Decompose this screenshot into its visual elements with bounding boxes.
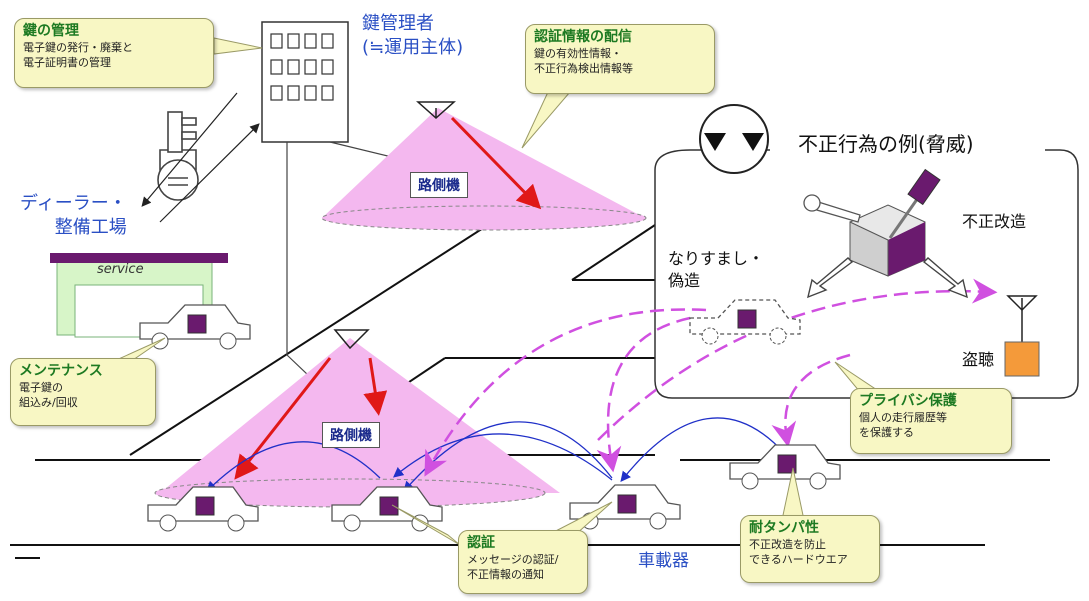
onboard-device [187,314,207,334]
wheel [343,514,361,532]
callout-pointers [111,37,882,553]
callout-body: 個人の走行履歴等 を保護する [859,411,947,439]
threat-title: 不正行為の例(脅威) [798,132,974,156]
antenna-icon [333,329,370,350]
callout-privacy: プライバシ保護 個人の走行履歴等 を保護する [850,388,1012,454]
car-icon [331,486,443,532]
screwdriver-icon [888,168,941,239]
antenna-icon [1006,295,1038,312]
onboard-device [737,309,757,329]
callout-title: プライバシ保護 [859,393,957,409]
wheel [227,514,245,532]
car-icon [689,299,801,345]
callout-body: 電子鍵の 組込み/回収 [19,381,78,409]
wheel [769,327,787,345]
key-manager-label: 鍵管理者 (≒運用主体) [362,13,464,58]
v2x-links [206,417,787,492]
onboard-device [195,496,215,516]
wrench-icon [803,194,861,223]
building-icon [261,21,349,143]
cars [139,299,841,532]
eavesdrop-label: 盗聴 [962,350,995,369]
callout-title: 認証情報の配信 [534,29,632,45]
onboard-device [777,454,797,474]
callout-title: メンテナンス [19,363,103,379]
wheel [649,512,667,530]
masks-icon [699,104,769,174]
wheel [219,332,237,350]
rsu-bottom-label: 路側機 [322,422,380,448]
wheel [701,327,719,345]
onboard-device [617,494,637,514]
rsu-bottom-beam [154,329,560,508]
wheel [159,514,177,532]
callout-title: 耐タンパ性 [749,520,819,536]
callout-body: メッセージの認証/ 不正情報の通知 [467,553,559,581]
onboard-device [379,496,399,516]
rsu-top-label: 路側機 [410,172,468,198]
callout-auth-distribution: 認証情報の配信 鍵の有効性情報・ 不正行為検出情報等 [525,24,715,94]
wheel [809,472,827,490]
callout-body: 不正改造を防止 できるハードウエア [749,538,848,566]
callout-title: 認証 [467,535,495,551]
callout-title: 鍵の管理 [23,23,79,39]
dealer-label: ディーラー・ 整備工場 [20,193,127,238]
service-label: service [97,262,144,277]
rsu-top-beam [321,101,647,231]
spoofing-label: なりすまし・ 偽造 [668,249,765,290]
callout-key-management: 鍵の管理 電子鍵の発行・廃棄と 電子証明書の管理 [14,18,214,88]
callout-body: 鍵の有効性情報・ 不正行為検出情報等 [534,47,633,75]
antenna-icon [416,101,456,120]
eavesdropper [1004,295,1040,377]
callout-authentication: 認証 メッセージの認証/ 不正情報の通知 [458,530,588,594]
modification-label: 不正改造 [962,212,1027,231]
tampered-device [803,168,968,299]
key-icon [157,111,199,201]
car-icon [147,486,259,532]
car-icon [139,304,251,350]
wheel [741,472,759,490]
callout-tamper-resistance: 耐タンパ性 不正改造を防止 できるハードウエア [740,515,880,583]
car-icon [729,444,841,490]
callout-body: 電子鍵の発行・廃棄と 電子証明書の管理 [23,41,133,69]
callout-maintenance: メンテナンス 電子鍵の 組込み/回収 [10,358,156,426]
onboard-unit-label: 車載器 [638,551,689,571]
